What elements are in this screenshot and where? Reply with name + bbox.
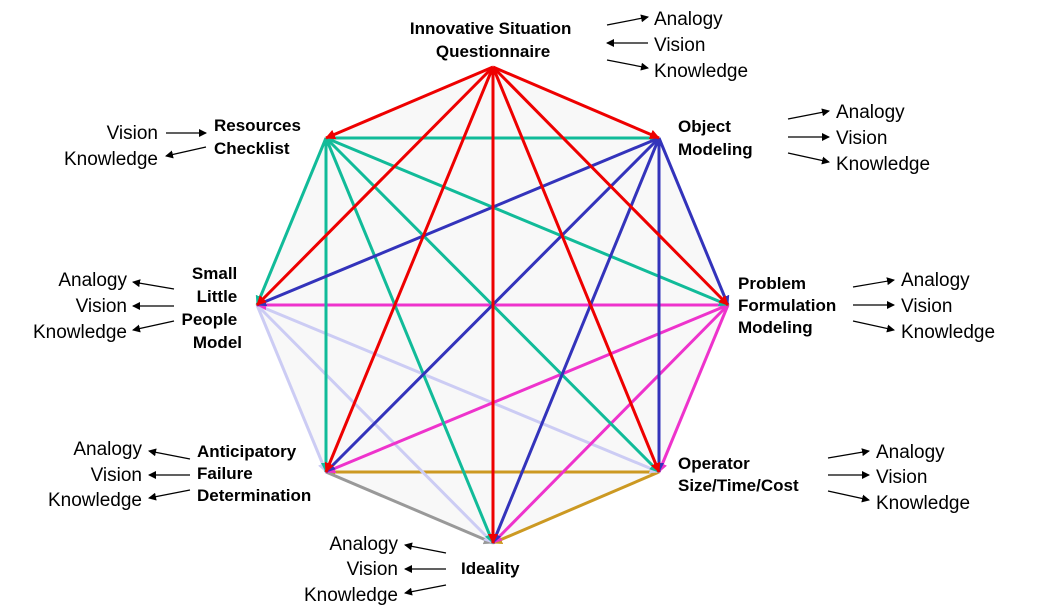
label-vision: Vision [901, 296, 952, 317]
arrow-afd-to-id [325, 470, 494, 545]
node-anticipatory-failure-determination: Anticipatory Failure Determination [197, 442, 311, 505]
small-arrow [148, 448, 191, 460]
arrow-isq-to-afd [324, 66, 495, 473]
arrow-isq-to-rc [325, 65, 494, 140]
small-arrow [606, 14, 649, 26]
side-labels-slp: Analogy Vision Knowledge [33, 270, 175, 343]
arrow-isq-to-op [491, 66, 661, 473]
label-analogy: Analogy [654, 9, 723, 30]
label-vision: Vision [654, 35, 705, 56]
small-arrow [787, 108, 830, 120]
arrow-isq-to-om [492, 65, 660, 140]
label-analogy: Analogy [58, 270, 127, 291]
small-arrow [404, 542, 447, 554]
node-problem-formulation-modeling: Problem Formulation Modeling [738, 274, 841, 337]
label-vision: Vision [836, 128, 887, 149]
arrow-isq-to-slp [255, 65, 495, 307]
label-knowledge: Knowledge [876, 493, 970, 514]
label-vision: Vision [876, 467, 927, 488]
node-resources-checklist: Resources Checklist [214, 116, 306, 158]
label-vision: Vision [107, 123, 158, 144]
arrow-om-to-pfm [657, 137, 730, 306]
label-analogy: Analogy [329, 534, 398, 555]
node-innovative-situation-questionnaire: Innovative Situation Questionnaire [410, 19, 576, 61]
label-knowledge: Knowledge [48, 490, 142, 511]
side-labels-pfm: Analogy Vision Knowledge [852, 270, 995, 343]
label-analogy: Analogy [901, 270, 970, 291]
side-labels-om: Analogy Vision Knowledge [787, 102, 930, 175]
arrow-rc-to-slp [255, 137, 328, 306]
small-arrow [165, 146, 207, 159]
side-labels-rc: Vision Knowledge [64, 123, 207, 170]
arrow-pfm-to-afd [325, 303, 729, 474]
label-vision: Vision [91, 465, 142, 486]
small-arrow [132, 279, 175, 290]
side-labels-id: Analogy Vision Knowledge [304, 534, 447, 606]
side-labels-afd: Analogy Vision Knowledge [48, 439, 191, 511]
small-arrow [606, 59, 649, 71]
small-arrow [148, 489, 191, 501]
label-analogy: Analogy [876, 442, 945, 463]
small-arrow [787, 152, 830, 165]
small-arrow [132, 320, 175, 333]
label-analogy: Analogy [73, 439, 142, 460]
node-small-little-people-model: Small Little People Model [182, 264, 242, 352]
small-arrow [852, 320, 895, 333]
label-vision: Vision [347, 559, 398, 580]
label-knowledge: Knowledge [33, 322, 127, 343]
arrow-isq-to-pfm [491, 65, 730, 307]
node-object-modeling: Object Modeling [678, 117, 753, 159]
label-knowledge: Knowledge [654, 61, 748, 82]
arrow-slp-to-afd [255, 304, 328, 473]
label-knowledge: Knowledge [64, 149, 158, 170]
small-arrow [404, 584, 447, 596]
label-knowledge: Knowledge [304, 585, 398, 606]
label-vision: Vision [76, 296, 127, 317]
side-labels-isq: Analogy Vision Knowledge [606, 9, 748, 82]
small-arrow [852, 277, 895, 288]
label-knowledge: Knowledge [901, 322, 995, 343]
label-knowledge: Knowledge [836, 154, 930, 175]
side-labels-op: Analogy Vision Knowledge [827, 442, 970, 514]
arrow-op-to-id [492, 470, 660, 545]
arrow-pfm-to-op [657, 304, 730, 473]
small-arrow [827, 490, 870, 503]
node-operator: Operator Size/Time/Cost [678, 454, 799, 495]
small-arrow [827, 448, 870, 459]
node-ideality: Ideality [461, 559, 520, 578]
label-analogy: Analogy [836, 102, 905, 123]
